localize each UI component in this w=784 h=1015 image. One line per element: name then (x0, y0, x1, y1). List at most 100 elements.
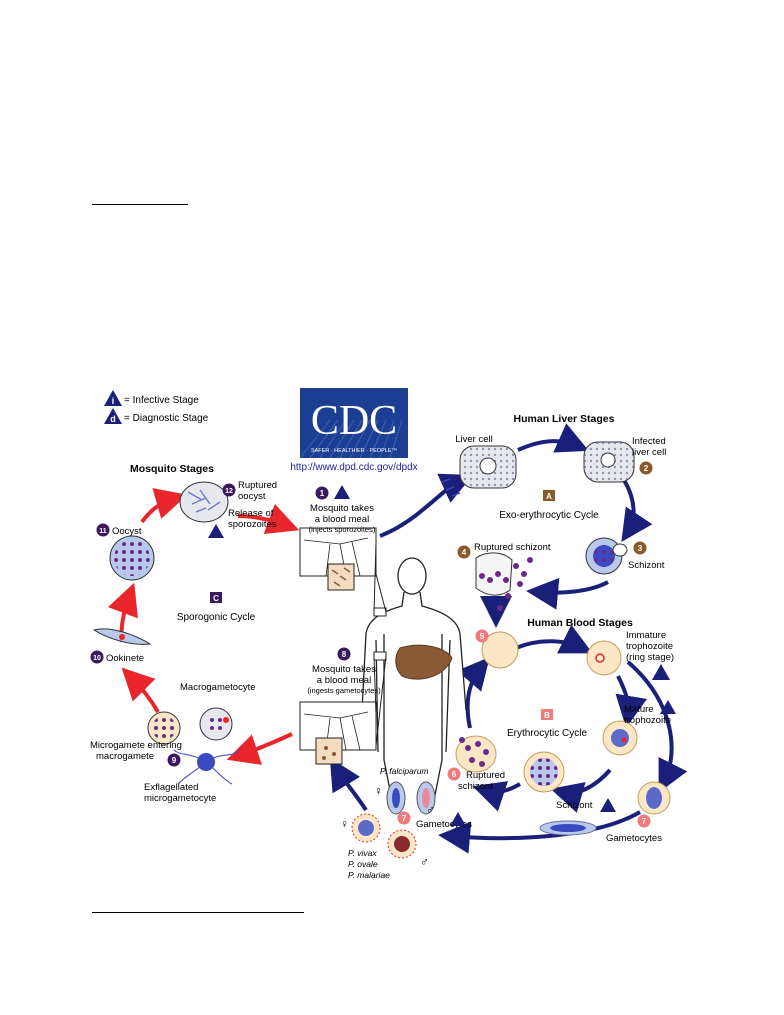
liver-cell (441, 445, 517, 497)
cycle-c-name: Sporogonic Cycle (177, 612, 256, 623)
species-falciparum: P. falciparum (380, 766, 429, 776)
cycle-a: A Exo-erythrocytic Cycle (499, 490, 599, 521)
stage-2-line1: Infected (632, 436, 666, 447)
stage-7-left-number: 7 (402, 814, 407, 823)
injection-site-icon (373, 607, 387, 617)
bottom-rule (92, 912, 304, 913)
female-symbol-1: ♀ (374, 784, 383, 798)
gametocyte-cells-right (539, 781, 671, 836)
logo-rays-icon (299, 419, 403, 459)
stage-8-number: 8 (342, 650, 347, 659)
exflag-line2: microgametocyte (144, 793, 216, 804)
ruptured-liver-schizont (475, 552, 533, 611)
stage-8-line3: (ingests gametocytes) (307, 686, 381, 695)
red-blood-cell-merozoite-entry (481, 631, 519, 669)
stage-1-line2: a blood meal (315, 514, 369, 525)
stage-3-label: Schizont (628, 560, 665, 571)
stage-12-line2: oocyst (238, 491, 266, 502)
release-line1: Release of (228, 508, 274, 519)
mosquito-feeding-panel-1 (299, 527, 387, 613)
ruptured-oocyst (179, 481, 229, 523)
infected-liver-cell (583, 441, 635, 483)
release-line2: sporozoites (228, 519, 277, 530)
stage-9-label-a: Microgamete entering (90, 740, 182, 751)
mature-trophozoite-cell (602, 720, 638, 756)
stage-12-line1: Ruptured (238, 480, 277, 491)
mature-diagnostic-icon (660, 700, 676, 714)
stage-11-label: Oocyst (112, 526, 142, 537)
gametocyte-diagnostic-icon (450, 812, 466, 826)
infective-glyph: i (112, 396, 115, 406)
legend-diagnostic-text: = Diagnostic Stage (124, 413, 209, 424)
mosquito-feeding-panel-2 (299, 655, 387, 765)
cdc-tagline: SAFER · HEALTHIER · PEOPLE™ (311, 448, 397, 454)
release-infective-icon (208, 524, 224, 538)
stage-4-number: 4 (462, 548, 467, 557)
microgamete-entering-macrogamete (147, 711, 181, 745)
stage-3-number: 3 (638, 544, 643, 553)
immature-line3: (ring stage) (626, 652, 674, 663)
male-symbol-1: ♂ (426, 803, 435, 817)
stage-1-number: 1 (320, 489, 325, 498)
stage-10-label: Ookinete (106, 653, 144, 664)
top-rule (92, 204, 188, 205)
stage-6-line1: Ruptured (466, 770, 505, 781)
ingestion-site-icon (373, 651, 387, 661)
mature-line2: trophozoite (624, 715, 671, 726)
immature-line1: Immature (626, 630, 666, 641)
cycle-c: C Sporogonic Cycle (177, 592, 256, 623)
exflag-line1: Exflagellated (144, 782, 198, 793)
stage-1-line1: Mosquito takes (310, 503, 374, 514)
exflagellated-microgametocyte (173, 749, 241, 785)
navy-arrows (329, 423, 688, 854)
svg-text:A: A (546, 492, 552, 501)
schizont-diagnostic-icon (600, 798, 616, 812)
blood-stages-heading: Human Blood Stages (527, 617, 633, 629)
stage-4-label: Ruptured schizont (474, 542, 551, 553)
liver-schizont (585, 537, 628, 575)
blood-schizont-label: Schizont (556, 800, 593, 811)
legend-infective-text: = Infective Stage (124, 395, 199, 406)
oocyst (109, 535, 155, 581)
cycle-b-name: Erythrocytic Cycle (507, 728, 587, 739)
species-ovale: P. ovale (348, 859, 378, 869)
stage-11-number: 11 (99, 528, 107, 535)
stage-9-label-b: macrogamete (96, 751, 154, 762)
stage-5-number: 5 (480, 632, 485, 641)
stage-7-left-label: Gametocytes (416, 819, 472, 830)
svg-text:C: C (213, 594, 219, 603)
svg-text:B: B (544, 711, 550, 720)
liver-stages-heading: Human Liver Stages (514, 413, 615, 425)
diagnostic-glyph: d (110, 414, 116, 424)
legend: i = Infective Stage d = Diagnostic Stage (104, 390, 209, 424)
cdc-logo: CDC SAFER · HEALTHIER · PEOPLE™ http://w… (290, 388, 418, 473)
cdc-letters: CDC (311, 398, 397, 444)
liver-cell-label: Liver cell (455, 434, 493, 445)
diagnostic-triangle-icon (104, 408, 122, 424)
cycle-a-name: Exo-erythrocytic Cycle (499, 510, 599, 521)
immature-diagnostic-icon (652, 664, 670, 680)
stage-12-number: 12 (225, 488, 233, 495)
mature-line1: Mature (624, 704, 654, 715)
malaria-life-cycle-diagram: i = Infective Stage d = Diagnostic Stage… (90, 388, 688, 880)
ring-stage-cell (586, 640, 622, 676)
female-symbol-2: ♀ (340, 817, 349, 831)
stage-2-number: 2 (644, 464, 649, 473)
stage-8-line1: Mosquito takes (312, 664, 376, 675)
stage-2-line2: liver cell (632, 447, 666, 458)
infective-triangle-icon (104, 390, 122, 406)
cdc-url-link[interactable]: http://www.dpd.cdc.gov/dpdx (290, 462, 417, 473)
liver-organ-icon (395, 644, 453, 680)
stage-6-number: 6 (452, 770, 457, 779)
gametocyte-cells-left (351, 781, 436, 859)
stage-6-line2: schizont (458, 781, 493, 792)
macrogametocyte (199, 707, 233, 741)
stage-9-number: 9 (172, 756, 177, 765)
cycle-b: B Erythrocytic Cycle (507, 709, 587, 739)
blood-schizont-cell (523, 751, 565, 793)
immature-line2: trophozoite (626, 641, 673, 652)
species-malariae: P. malariae (348, 870, 390, 880)
stage-8-line2: a blood meal (317, 675, 371, 686)
ruptured-blood-schizont (455, 735, 497, 773)
stage-7-right-number: 7 (642, 817, 647, 826)
